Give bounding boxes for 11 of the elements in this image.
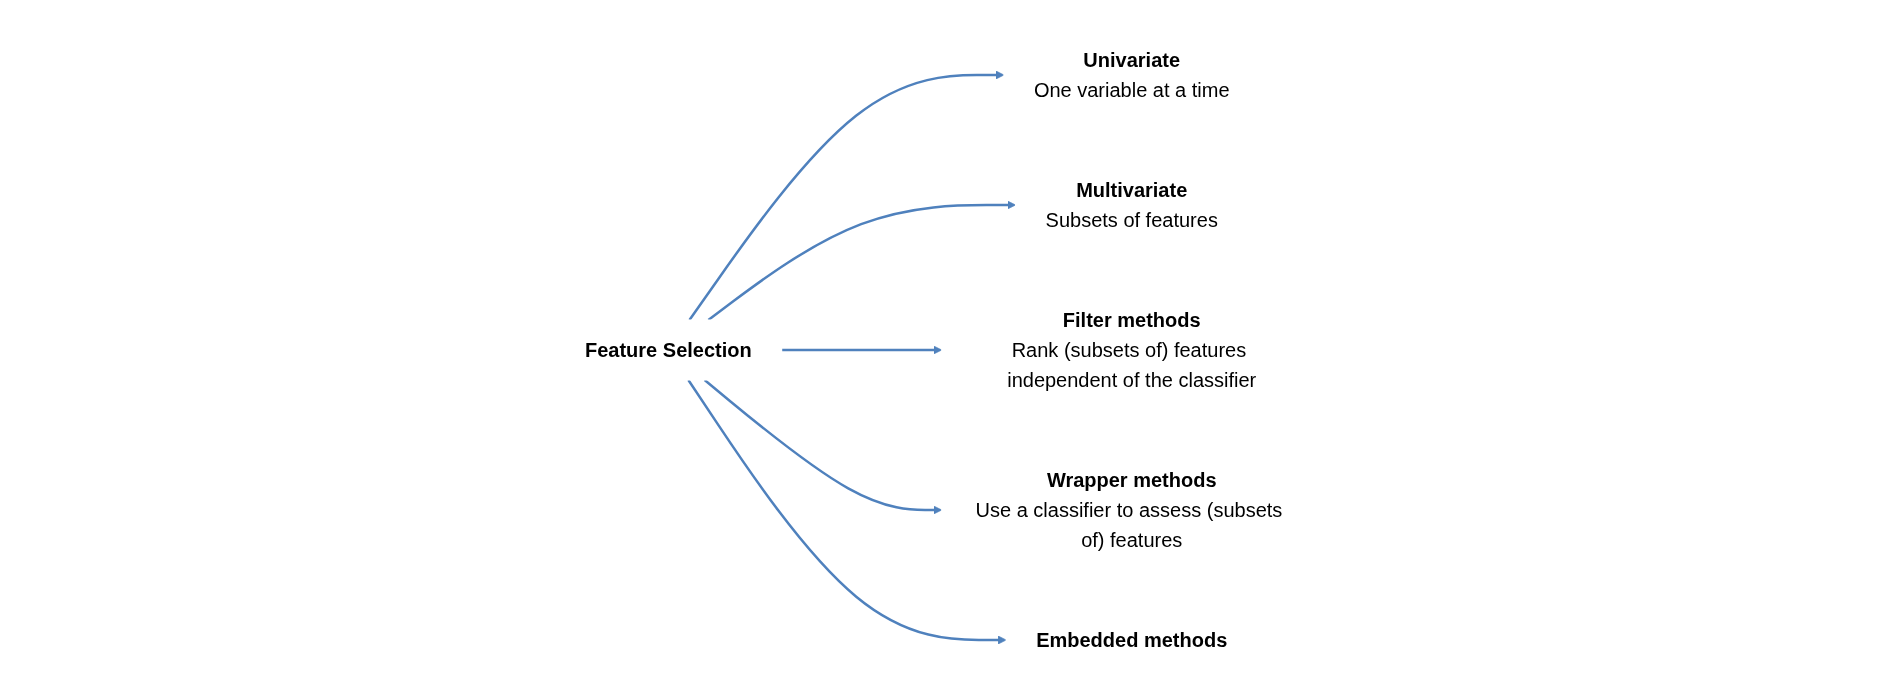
arrow [781, 345, 943, 355]
arrow [687, 379, 1007, 645]
node-text: Univariate One variable at a time [1034, 49, 1230, 101]
arrow [703, 379, 943, 515]
arrow [707, 200, 1017, 321]
node-text: Feature Selection [585, 339, 752, 361]
node-text: Embedded methods [1036, 629, 1228, 651]
node-text: Multivariate Subsets of features [1045, 179, 1219, 231]
node-text: Wrapper methods Use a classifier to assess (subsets of) features [975, 469, 1283, 551]
arrow [688, 70, 1005, 321]
node-text: Filter methods Rank (subsets of) features independent of the classifier [1007, 309, 1257, 391]
